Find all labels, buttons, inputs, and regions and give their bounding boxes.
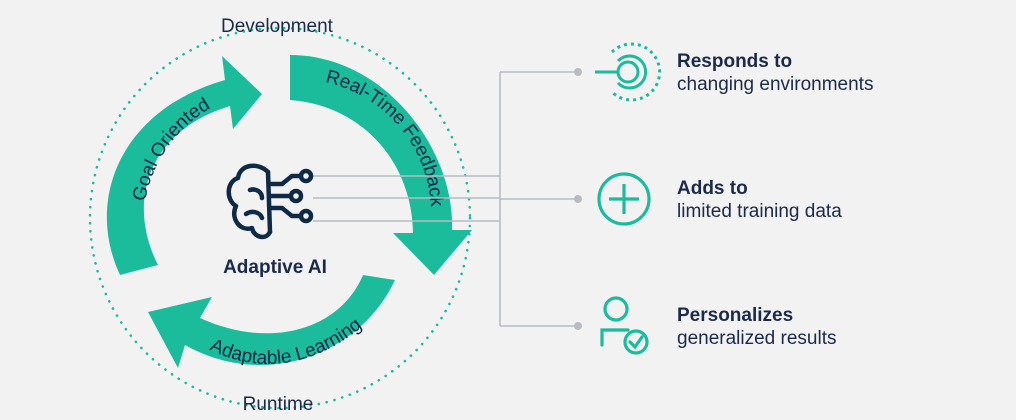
feature-title: Adds to bbox=[677, 178, 748, 199]
user-check-icon bbox=[600, 296, 649, 355]
goal-oriented-arrow bbox=[106, 56, 262, 275]
feature-personalizes: Personalizes generalized results bbox=[677, 304, 997, 350]
feature-subtitle: limited training data bbox=[677, 201, 842, 222]
feature-title: Responds to bbox=[677, 51, 793, 72]
development-label: Development bbox=[221, 16, 334, 37]
connector-lines bbox=[313, 71, 575, 327]
real-time-feedback-arrow bbox=[290, 55, 472, 275]
feature-responds: Responds to changing environments bbox=[677, 50, 997, 96]
feature-title: Personalizes bbox=[677, 305, 794, 326]
adaptable-learning-arrow bbox=[148, 275, 395, 368]
adaptive-ai-label: Adaptive AI bbox=[223, 257, 327, 278]
cycle-dotted-ring bbox=[88, 26, 472, 410]
runtime-label: Runtime bbox=[243, 394, 314, 415]
feature-adds: Adds to limited training data bbox=[677, 177, 997, 223]
target-signal-icon bbox=[595, 42, 662, 102]
plus-circle-icon bbox=[597, 172, 651, 226]
feature-subtitle: changing environments bbox=[677, 74, 874, 95]
connector-dots bbox=[574, 68, 582, 330]
brain-circuit-icon bbox=[226, 163, 314, 240]
feature-subtitle: generalized results bbox=[677, 328, 837, 349]
